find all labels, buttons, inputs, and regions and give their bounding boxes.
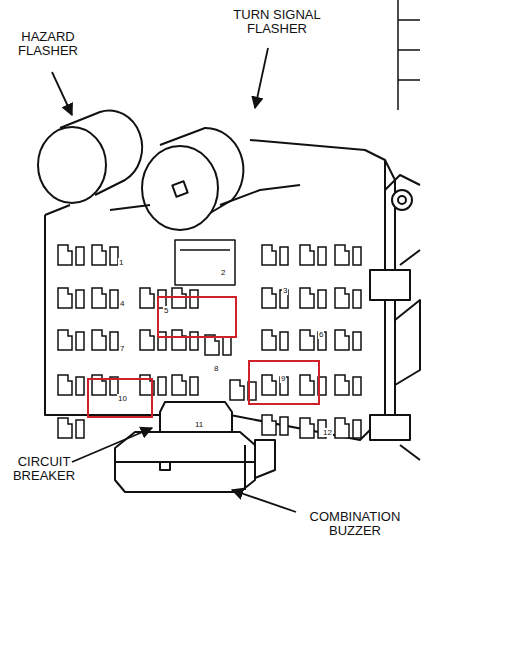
- fuse-terminal-slot: [205, 335, 231, 355]
- fuse-number: 4: [119, 299, 125, 308]
- fuse-terminal-slot: [58, 375, 84, 395]
- fuse-terminal-slot: [92, 288, 118, 308]
- fuse-terminal-slot: [335, 330, 361, 350]
- fuse-terminal-slot: [58, 288, 84, 308]
- fuse-terminal-slot: [172, 330, 198, 350]
- fuse-terminal-slot: [58, 245, 84, 265]
- fuse-terminal-slot: [300, 330, 326, 350]
- callout-label: TURN SIGNAL FLASHER: [222, 8, 332, 36]
- fuse-terminal-slot: [300, 245, 326, 265]
- fuse-terminal-slot: [140, 330, 166, 350]
- fuse-terminal-slot: [262, 245, 288, 265]
- fuse-terminal-slot: [300, 375, 326, 395]
- fuse-number: 6: [318, 330, 324, 339]
- fuse-terminal-slot: [92, 330, 118, 350]
- fuse-number: 5: [163, 306, 169, 315]
- fuse-terminal-slot: [172, 288, 198, 308]
- fuse-number: 9: [280, 374, 286, 383]
- fuse-number: 7: [119, 344, 125, 353]
- fuse-number: 3: [282, 286, 288, 295]
- callout-label: COMBINATION BUZZER: [290, 510, 420, 538]
- fuse-terminal-slot: [262, 375, 288, 395]
- fuse-terminal-slot: [262, 415, 288, 435]
- fuse-terminal-slot: [335, 418, 361, 438]
- fuse-terminal-slot: [92, 245, 118, 265]
- fuse-terminal-slot: [335, 288, 361, 308]
- fuse-terminal-slot: [230, 380, 256, 400]
- highlight-box: 9: [248, 360, 320, 405]
- fuse-number: 12: [322, 428, 333, 437]
- callout-label: CIRCUIT BREAKER: [4, 455, 84, 483]
- fuse-terminal-slot: [335, 375, 361, 395]
- fuse-terminal-slot: [262, 330, 288, 350]
- fuse-number: 8: [213, 364, 219, 373]
- highlight-box: 5: [157, 296, 237, 338]
- fuse-terminal-slot: [58, 418, 84, 438]
- highlight-box: 10: [87, 378, 153, 418]
- fuse-number: 11: [194, 420, 204, 429]
- fuse-terminal-slot: [140, 288, 166, 308]
- fuse-terminal-slot: [58, 330, 84, 350]
- fuse-number: 2: [220, 268, 226, 277]
- callout-label: HAZARD FLASHER: [8, 30, 88, 58]
- fuse-terminal-slot: [172, 375, 198, 395]
- fuse-number: 10: [117, 394, 128, 403]
- fuse-terminal-slot: [335, 245, 361, 265]
- fuse-terminal-slot: [300, 288, 326, 308]
- fuse-number: 1: [118, 258, 124, 267]
